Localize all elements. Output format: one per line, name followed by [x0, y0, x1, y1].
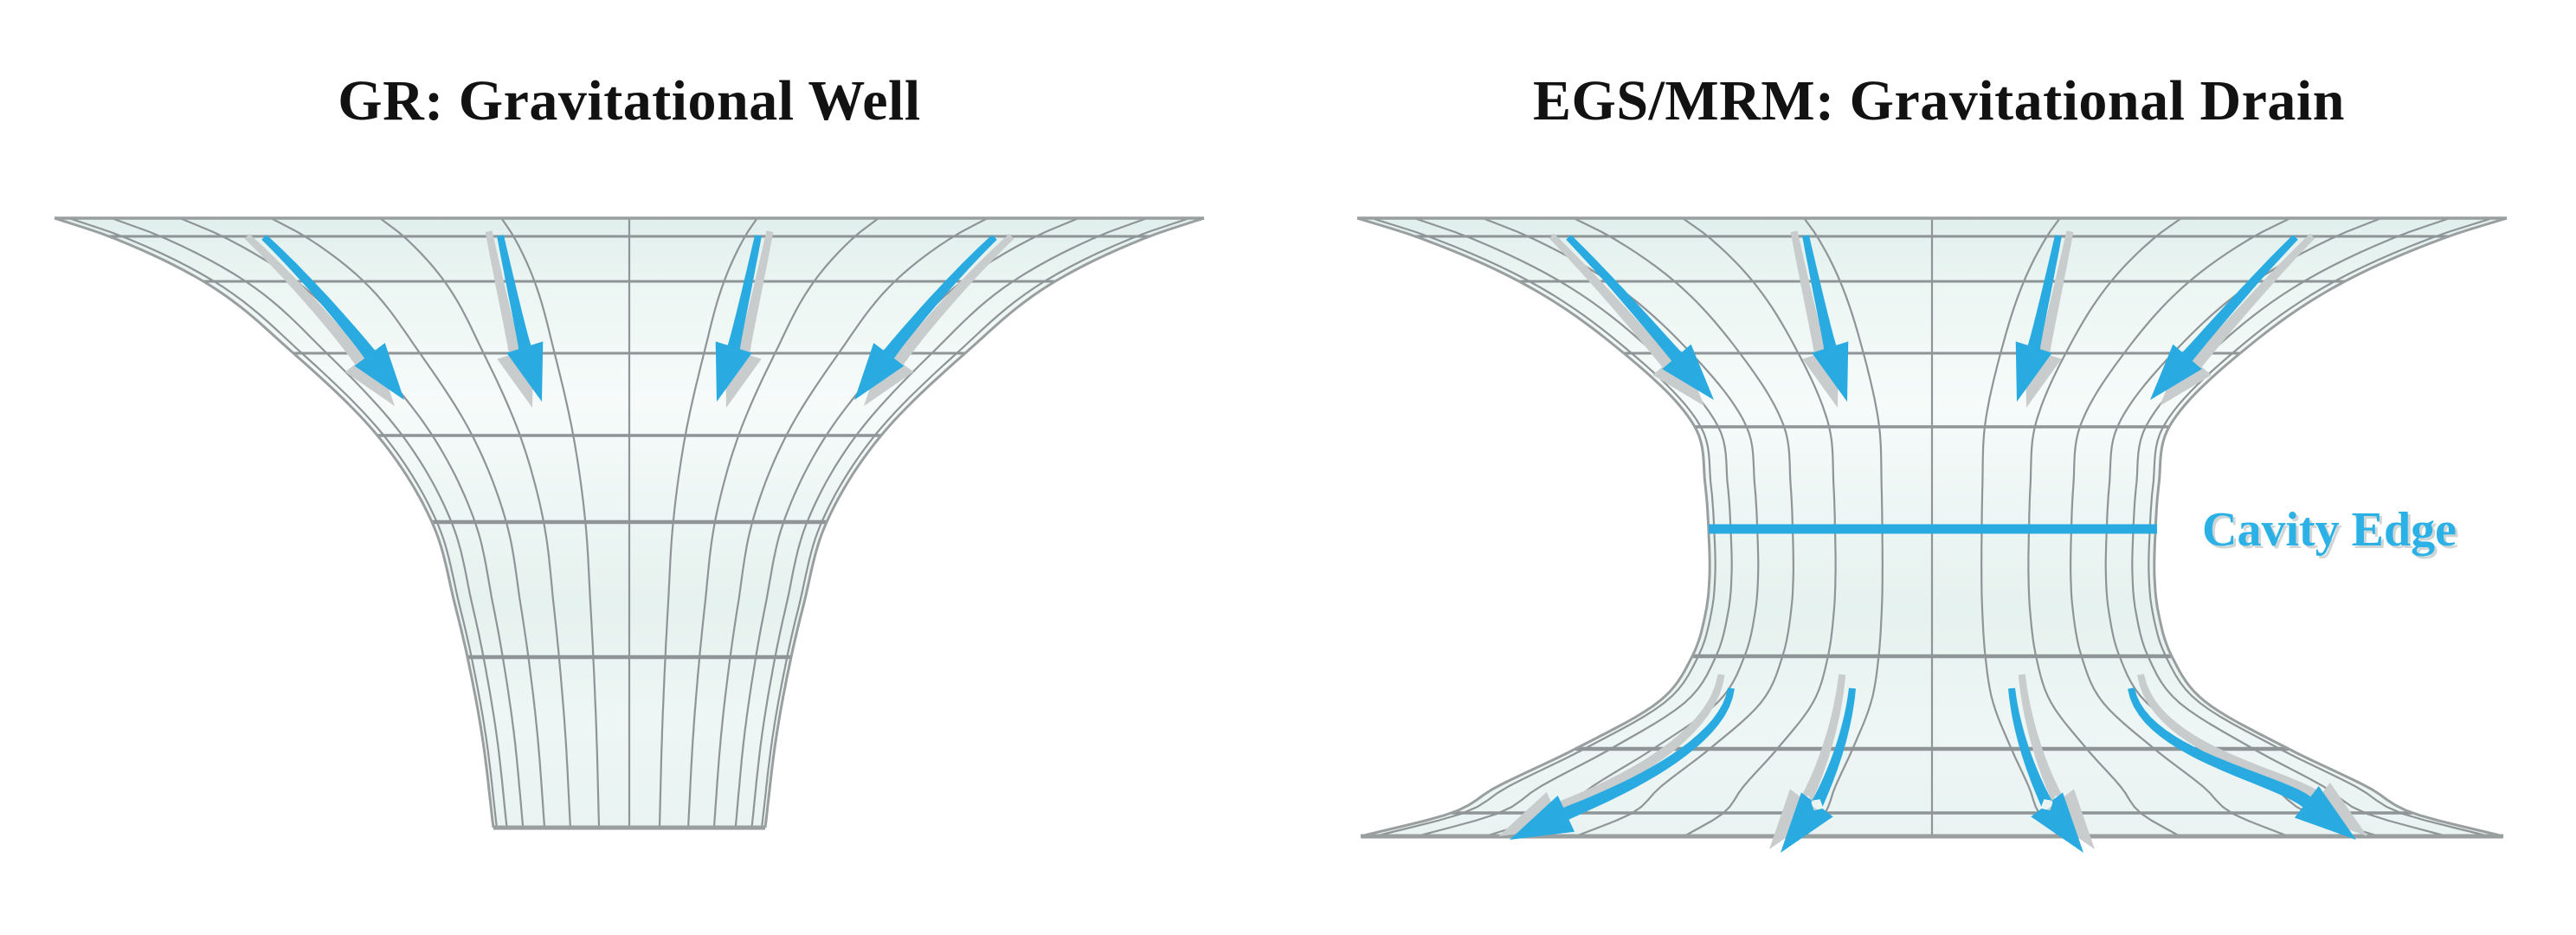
flow-arrow [261, 235, 404, 400]
drain-bottom-arrows [1498, 674, 2367, 853]
flow-arrow [2008, 687, 2083, 853]
flow-arrow [2128, 687, 2356, 840]
flow-arrow [715, 235, 762, 402]
title-gravitational-well: GR: Gravitational Well [338, 69, 921, 132]
drain-grid-rings [1415, 235, 2449, 815]
well-outline [54, 216, 1205, 830]
drain-outline [1356, 216, 2508, 839]
flow-arrow [1510, 687, 1735, 840]
flow-arrow [1802, 235, 1849, 402]
flow-arrow-shadow [1498, 674, 1725, 836]
flow-arrow-shadow [2137, 674, 2367, 836]
flow-arrow [2150, 235, 2298, 400]
flow-arrow-shadow [1549, 233, 1704, 406]
flow-arrow-shadow [244, 233, 395, 406]
well-top-arrows [244, 230, 1014, 408]
flow-arrow-shadow [2160, 233, 2315, 406]
title-gravitational-drain: EGS/MRM: Gravitational Drain [1533, 69, 2345, 132]
flow-arrow [2015, 235, 2062, 402]
flow-arrow-shadow [864, 233, 1014, 406]
drain [1356, 216, 2508, 853]
drain-top-arrows [1549, 230, 2315, 408]
flow-arrow [1781, 687, 1856, 853]
well [54, 216, 1205, 830]
well-grid-rings [109, 235, 1150, 660]
flow-arrow [1566, 235, 1714, 400]
cavity-edge-label: Cavity Edge [2202, 503, 2457, 557]
flow-arrow-shadow [2018, 674, 2095, 849]
flow-arrow [854, 235, 997, 400]
flow-arrow [497, 235, 544, 402]
flow-arrow-shadow [1769, 674, 1846, 849]
